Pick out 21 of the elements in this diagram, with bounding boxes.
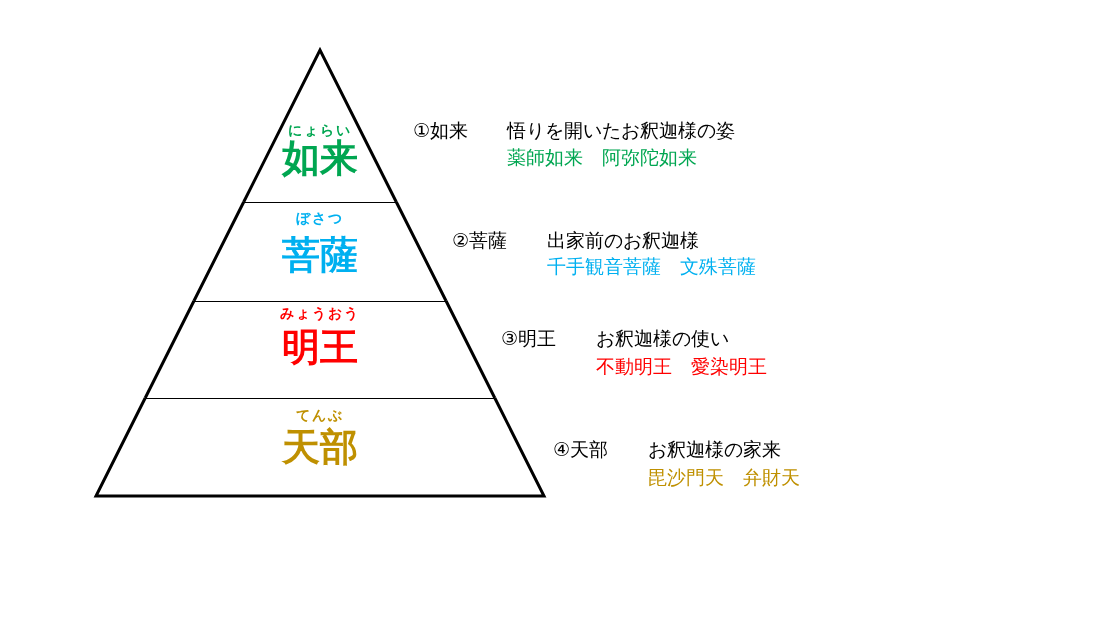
furigana-text: みょうおう — [280, 305, 360, 321]
description-text: 悟りを開いたお釈迦様の姿 — [507, 119, 735, 141]
example-names: 薬師如来 阿弥陀如来 — [507, 146, 697, 168]
description-text: お釈迦様の使い — [596, 327, 729, 349]
example-names: 不動明王 愛染明王 — [596, 355, 767, 377]
tier-name: 明王 — [282, 327, 358, 367]
description-text: お釈迦様の家来 — [648, 438, 781, 460]
pyramid-tier — [141, 297, 499, 402]
description-text: 出家前のお釈迦様 — [547, 229, 699, 251]
furigana-text: にょらい — [287, 122, 352, 138]
furigana-text: てんぶ — [296, 407, 344, 423]
numbered-label: ④天部 — [553, 438, 609, 460]
numbered-label: ①如来 — [413, 119, 469, 141]
example-names: 毘沙門天 弁財天 — [648, 466, 800, 488]
tier-name: 天部 — [282, 427, 358, 467]
example-names: 千手観音菩薩 文殊菩薩 — [547, 255, 756, 277]
furigana-text: ぼさつ — [295, 210, 344, 226]
numbered-label: ③明王 — [501, 327, 557, 349]
tier-name: 菩薩 — [281, 235, 358, 275]
numbered-label: ②菩薩 — [452, 229, 508, 251]
tier-name: 如来 — [281, 138, 358, 178]
